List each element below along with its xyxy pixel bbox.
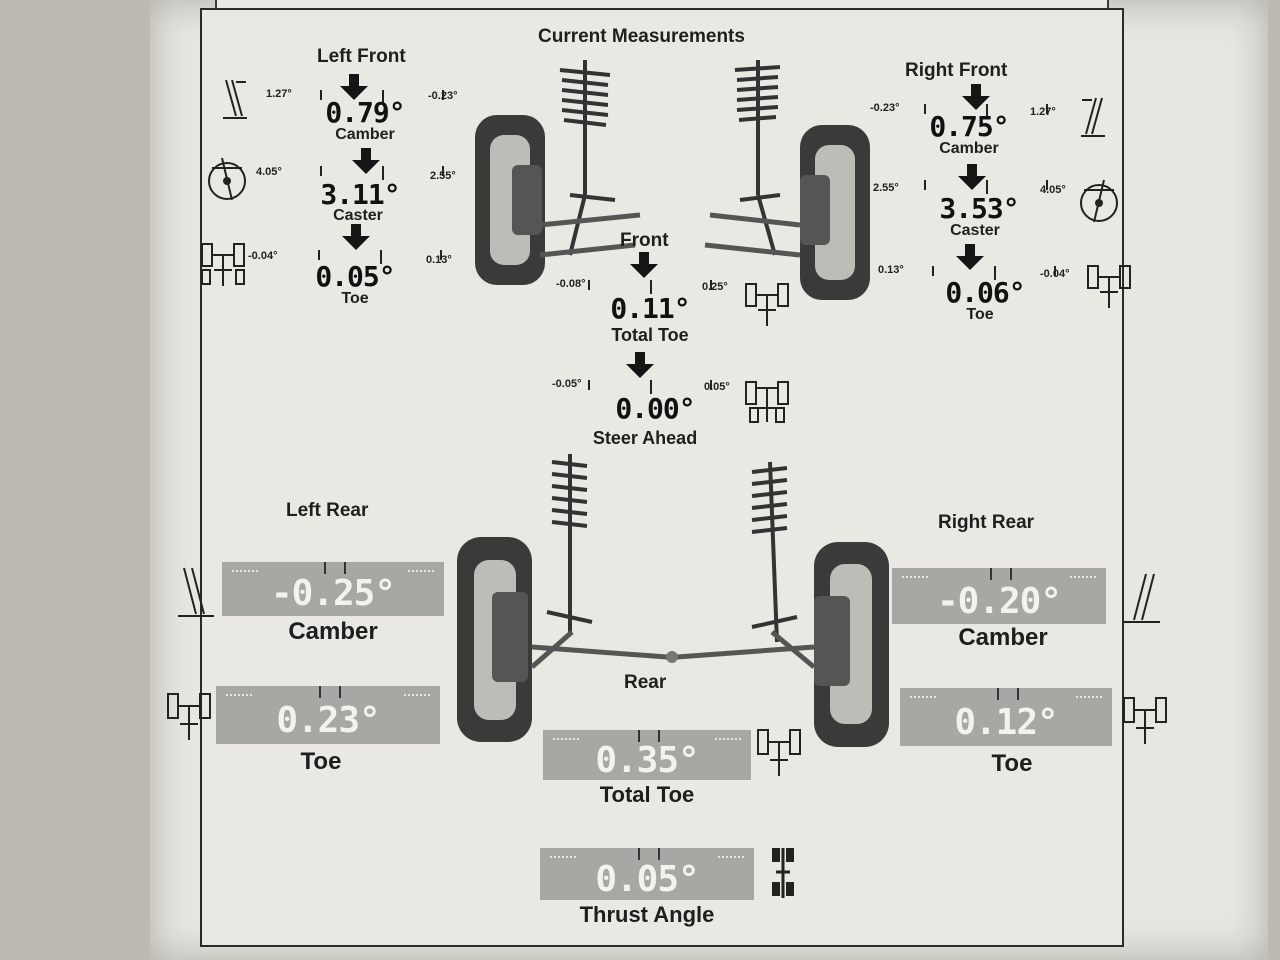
front-total-toe-min: -0.08° — [556, 278, 586, 290]
left-front-caster-scale — [320, 166, 444, 180]
right-rear-camber-box: -0.20° — [892, 568, 1106, 624]
steer-ahead-icon — [744, 378, 790, 426]
right-camber-icon — [1078, 96, 1108, 138]
left-front-toe-value: 0.05° — [315, 260, 395, 293]
steer-ahead-value: 0.00° — [615, 392, 695, 425]
left-front-caster-min: 4.05° — [256, 166, 282, 178]
caster-icon — [204, 156, 250, 202]
steer-ahead-label: Steer Ahead — [592, 428, 698, 448]
right-caster-icon — [1076, 178, 1122, 224]
left-front-heading: Left Front — [317, 46, 406, 67]
right-front-caster-label: Caster — [950, 222, 1000, 239]
right-rear-toe-label: Toe — [991, 750, 1033, 777]
right-front-caster-max: 4.05° — [1040, 184, 1066, 196]
left-front-camber-min: 1.27° — [266, 88, 292, 100]
right-toe-icon — [1086, 262, 1132, 310]
right-rear-toe-box: 0.12° — [900, 688, 1112, 746]
right-front-toe-value: 0.06° — [945, 276, 1025, 309]
left-rear-toe-box: 0.23° — [216, 686, 440, 744]
left-rear-camber-value: -0.25° — [270, 573, 396, 614]
left-front-toe-scale — [318, 250, 442, 264]
right-front-camber-value: 0.75° — [929, 110, 1009, 143]
left-front-camber-label: Camber — [335, 126, 395, 143]
rear-total-toe-icon — [756, 726, 802, 780]
right-rear-camber-value: -0.20° — [936, 581, 1062, 622]
left-rear-camber-label: Camber — [288, 618, 378, 645]
right-front-camber-max: 1.27° — [1030, 106, 1056, 118]
left-front-strut-icon — [559, 60, 616, 256]
left-rear-heading: Left Rear — [286, 500, 369, 521]
front-total-toe-max: 0.25° — [702, 281, 728, 293]
rear-total-toe-value: 0.35° — [595, 740, 699, 781]
steer-ahead-max: 0.05° — [704, 381, 730, 393]
left-rear-camber-box: -0.25° — [222, 562, 444, 616]
steer-ahead-scale — [588, 380, 712, 394]
right-rear-toe-icon — [1122, 694, 1168, 748]
left-rear-toe-icon — [166, 690, 212, 744]
left-front-caster-arrow — [352, 148, 380, 174]
left-front-toe-label: Toe — [341, 290, 369, 307]
front-suspension-illustration — [470, 55, 870, 310]
page-title: Current Measurements — [538, 26, 745, 47]
steer-ahead-min: -0.05° — [552, 378, 582, 390]
front-total-toe-label: Total Toe — [611, 325, 689, 345]
right-front-toe-arrow — [956, 244, 984, 270]
right-front-camber-scale — [924, 104, 1048, 118]
right-rear-camber-icon — [1122, 572, 1162, 624]
right-front-camber-label: Camber — [939, 140, 999, 157]
right-rear-toe-value: 0.12° — [954, 702, 1058, 743]
left-front-caster-max: 2.55° — [430, 170, 456, 182]
right-front-camber-min: -0.23° — [870, 102, 900, 114]
front-section-label: Front — [620, 230, 669, 251]
right-front-caster-arrow — [958, 164, 986, 190]
total-toe-icon — [744, 280, 790, 328]
right-front-toe-scale — [932, 266, 1056, 280]
left-rear-strut-icon — [546, 454, 593, 632]
right-front-toe-max: -0.04° — [1040, 268, 1070, 280]
right-front-toe-label: Toe — [966, 306, 994, 323]
rear-total-toe-box: 0.35° — [543, 730, 751, 781]
left-front-camber-max: -0.23° — [428, 90, 458, 102]
thrust-angle-value: 0.05° — [595, 859, 699, 900]
right-front-strut-icon — [734, 60, 781, 256]
camber-icon — [220, 78, 250, 120]
right-front-caster-min: 2.55° — [873, 182, 899, 194]
right-rear-heading: Right Rear — [938, 512, 1035, 533]
left-front-toe-min: -0.04° — [248, 250, 278, 262]
right-rear-strut-icon — [751, 461, 798, 643]
right-front-caster-value: 3.53° — [939, 192, 1019, 225]
rear-section-label: Rear — [624, 672, 667, 693]
left-front-camber-arrow — [340, 74, 368, 100]
toe-icon — [200, 240, 246, 288]
thrust-angle-label: Thrust Angle — [579, 902, 715, 927]
front-total-toe-arrow — [630, 252, 658, 278]
right-front-caster-scale — [924, 180, 1048, 194]
left-front-toe-max: 0.13° — [426, 254, 452, 266]
left-front-camber-scale — [320, 90, 444, 104]
thrust-angle-icon — [768, 846, 798, 900]
rear-total-toe-label: Total Toe — [599, 782, 695, 807]
steer-ahead-arrow — [626, 352, 654, 378]
left-rear-toe-label: Toe — [300, 748, 342, 775]
thrust-angle-box: 0.05° — [540, 848, 754, 900]
left-rear-toe-value: 0.23° — [276, 700, 380, 741]
left-front-camber-value: 0.79° — [325, 96, 405, 129]
left-rear-camber-icon — [176, 566, 216, 618]
left-front-caster-label: Caster — [333, 207, 383, 224]
front-total-toe-value: 0.11° — [610, 292, 690, 325]
left-front-caster-value: 3.11° — [320, 178, 400, 211]
right-rear-camber-label: Camber — [958, 624, 1048, 651]
right-front-heading: Right Front — [905, 60, 1008, 81]
right-front-toe-min: 0.13° — [878, 264, 904, 276]
front-total-toe-scale — [588, 280, 712, 294]
right-front-camber-arrow — [962, 84, 990, 110]
left-front-toe-arrow — [342, 224, 370, 250]
rear-suspension-illustration — [452, 452, 892, 757]
